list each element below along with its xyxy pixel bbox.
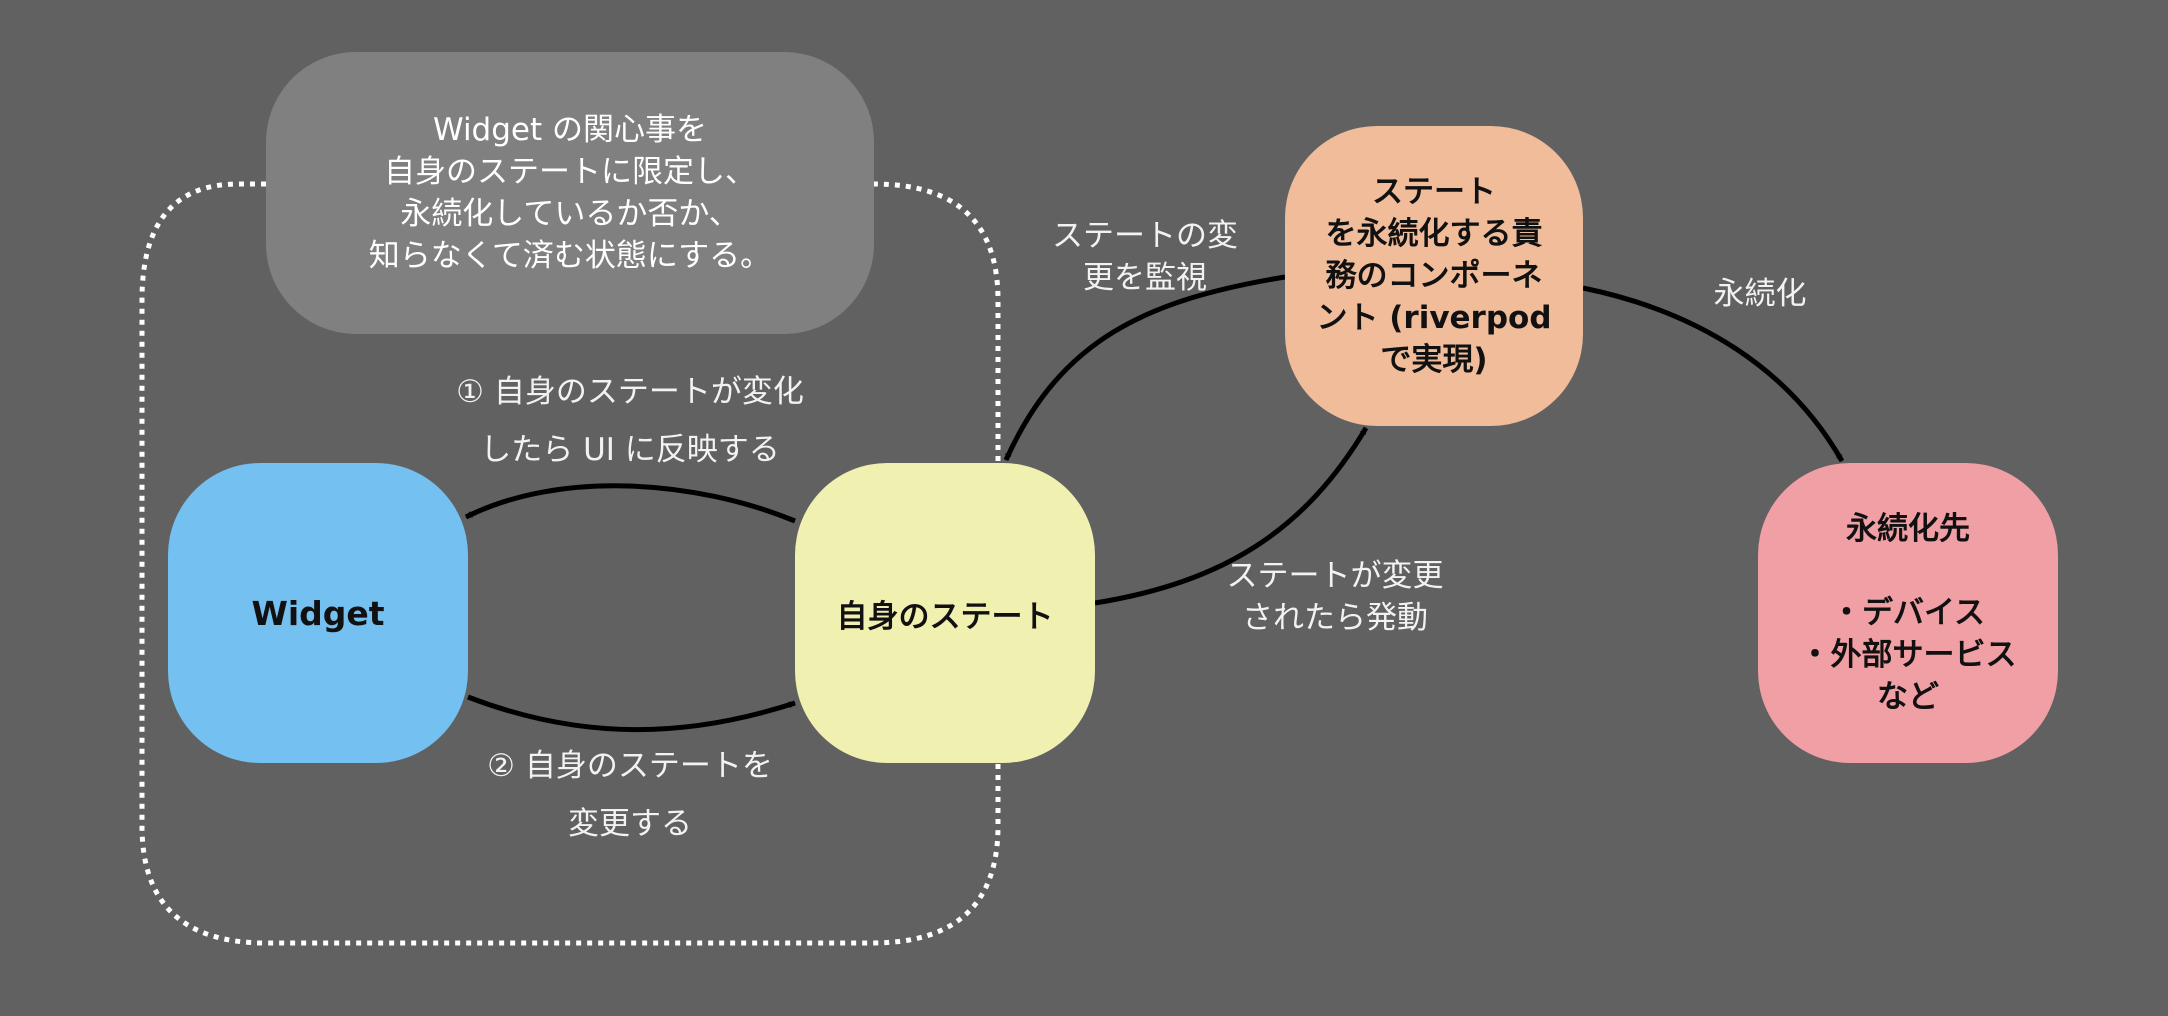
persistence-destination-label: 永続化先 ・デバイス ・外部サービス など (1799, 511, 2017, 715)
persistence-destination-node: 永続化先 ・デバイス ・外部サービス など (1758, 463, 2058, 763)
arrow-state-to-widget (464, 483, 796, 524)
edge-label-widget-to-state: ② 自身のステートを 変更する (487, 748, 773, 842)
arrow-widget-to-state (467, 694, 796, 733)
own-state-node: 自身のステート (795, 463, 1095, 763)
edge-label-component-to-destination: 永続化 (1713, 276, 1807, 312)
persistence-component-node: ステート を永続化する責 務のコンポーネ ント (riverpod で実現) (1285, 126, 1583, 426)
widget-label: Widget (251, 593, 385, 633)
edge-label-state-triggers-component: ステートが変更 されたら発動 (1226, 558, 1444, 636)
own-state-label: 自身のステート (836, 598, 1054, 635)
scope-boundary (139, 181, 1001, 946)
widget-node: Widget (168, 463, 468, 763)
arrow-state-to-component (1094, 426, 1369, 606)
note-text: Widget の関心事を 自身のステートに限定し、 永続化しているか否か、 知ら… (368, 112, 772, 274)
arrow-component-to-state (1003, 274, 1286, 462)
arrow-component-to-destination (1582, 285, 1845, 463)
edge-label-component-watches-state: ステートの変 更を監視 (1052, 218, 1238, 296)
persistence-component-label: ステート を永続化する責 務のコンポーネ ント (riverpod で実現) (1316, 174, 1552, 378)
note-box: Widget の関心事を 自身のステートに限定し、 永続化しているか否か、 知ら… (266, 52, 874, 334)
edge-label-state-to-widget: ① 自身のステートが変化 したら UI に反映する (456, 374, 804, 468)
